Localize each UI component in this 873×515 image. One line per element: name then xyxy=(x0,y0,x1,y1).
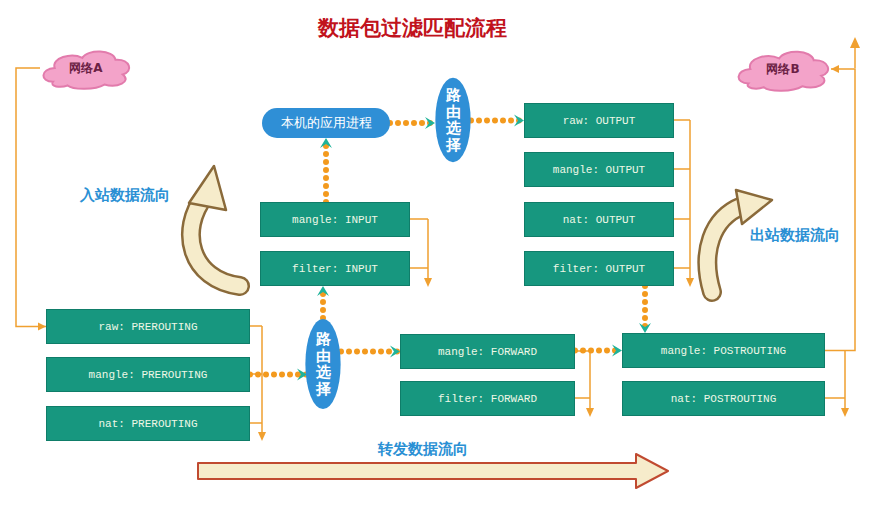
oval-outline xyxy=(305,319,340,409)
chain-box: mangle: FORWARD xyxy=(400,334,575,369)
flow-connector xyxy=(16,68,46,327)
chain-box: filter: FORWARD xyxy=(400,381,575,416)
node-text: mangle: OUTPUT xyxy=(553,164,645,176)
node-text: filter: INPUT xyxy=(292,263,378,275)
flow-label: 入站数据流向 xyxy=(80,186,170,205)
node-text: mangle: FORWARD xyxy=(438,346,537,358)
forward-arrow xyxy=(198,454,668,488)
flow-connector xyxy=(471,118,524,124)
cloud-outline xyxy=(739,52,829,91)
node-text: filter: OUTPUT xyxy=(553,263,645,275)
node-text: raw: OUTPUT xyxy=(563,115,636,127)
flow-connector xyxy=(250,372,307,378)
chain-box: filter: INPUT xyxy=(260,251,410,286)
node-text: 网络A xyxy=(69,60,102,77)
routing-oval: 路由选择 xyxy=(305,318,341,410)
node-text: 网络B xyxy=(766,61,799,78)
chain-box: mangle: OUTPUT xyxy=(524,152,674,187)
chain-box: mangle: INPUT xyxy=(260,202,410,237)
node-text: nat: PREROUTING xyxy=(98,418,197,430)
flow-connector xyxy=(642,286,648,333)
flow-connector xyxy=(341,349,400,355)
process-pill: 本机的应用进程 xyxy=(262,108,390,138)
cloud-outline xyxy=(43,52,129,89)
flow-connector xyxy=(575,348,622,354)
node-text: filter: FORWARD xyxy=(438,393,537,405)
flow-connector xyxy=(825,69,855,351)
chain-box: nat: PREROUTING xyxy=(46,406,250,441)
network-cloud: 网络A xyxy=(40,45,132,91)
flow-label: 出站数据流向 xyxy=(750,226,840,245)
chain-box: raw: PREROUTING xyxy=(46,309,250,344)
routing-oval: 路由选择 xyxy=(435,77,471,163)
node-text: nat: POSTROUTING xyxy=(671,393,777,405)
flow-connector xyxy=(390,120,435,126)
inbound-curve-arrow xyxy=(189,166,240,286)
bracket-arrow xyxy=(258,37,860,441)
flow-connector xyxy=(320,286,326,318)
node-text: 路由选择 xyxy=(446,87,461,153)
diagram-title: 数据包过滤匹配流程 xyxy=(318,14,507,42)
flow-connector xyxy=(323,138,329,202)
chain-box: raw: OUTPUT xyxy=(524,103,674,138)
node-text: 路由选择 xyxy=(316,331,331,397)
node-text: raw: PREROUTING xyxy=(98,321,197,333)
node-text: mangle: POSTROUTING xyxy=(661,345,786,357)
node-text: 本机的应用进程 xyxy=(281,114,372,132)
chain-box: filter: OUTPUT xyxy=(524,251,674,286)
node-text: nat: OUTPUT xyxy=(563,214,636,226)
flow-label: 转发数据流向 xyxy=(378,440,468,459)
network-cloud: 网络B xyxy=(735,45,831,93)
chain-box: nat: POSTROUTING xyxy=(622,381,825,416)
chain-box: mangle: POSTROUTING xyxy=(622,333,825,368)
node-text: mangle: PREROUTING xyxy=(89,369,208,381)
chain-box: mangle: PREROUTING xyxy=(46,357,250,392)
oval-outline xyxy=(435,78,470,162)
chain-box: nat: OUTPUT xyxy=(524,202,674,237)
bracket xyxy=(250,46,855,434)
node-text: mangle: INPUT xyxy=(292,214,378,226)
